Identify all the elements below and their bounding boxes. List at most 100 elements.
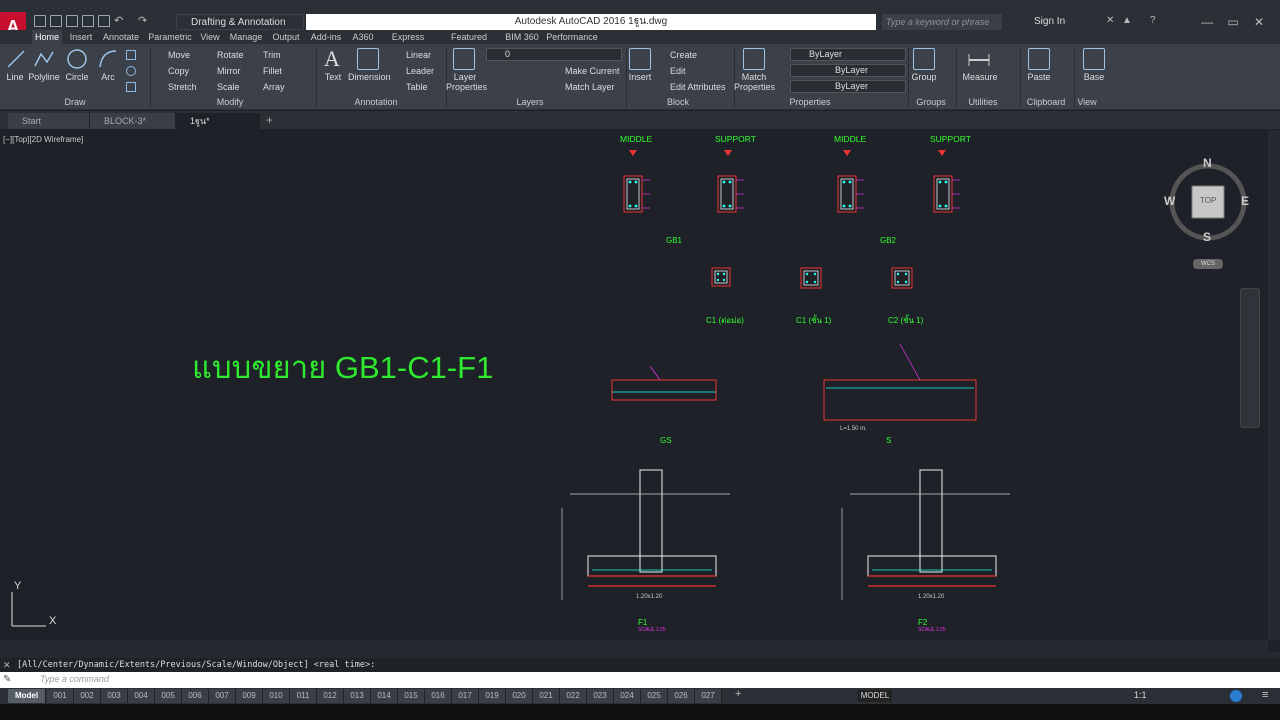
undo-icon[interactable]: ↶ [114, 15, 124, 27]
doc-tab-current[interactable]: 1ฐูน* [176, 113, 260, 129]
copy-button[interactable]: Copy [168, 66, 190, 76]
annotation-scale[interactable]: 1:1 [1134, 690, 1147, 700]
wrench-icon[interactable]: ✎ [3, 674, 12, 685]
annotation-panel-label[interactable]: Annotation [354, 97, 398, 107]
layout-tab[interactable]: 022 [560, 689, 587, 703]
layout-tab[interactable]: 026 [668, 689, 695, 703]
modify-panel-label[interactable]: Modify [216, 97, 244, 107]
viewcube-south[interactable]: S [1203, 230, 1212, 244]
tab-manage[interactable]: Manage [229, 32, 263, 42]
leader-button[interactable]: Leader [406, 66, 435, 76]
table-button[interactable]: Table [406, 82, 428, 92]
help-icon[interactable]: ? [1150, 15, 1156, 26]
sign-in-button[interactable]: Sign In [1034, 16, 1066, 27]
tab-express-tools[interactable]: Express Tools [391, 32, 425, 56]
layout-tab[interactable]: 021 [533, 689, 560, 703]
maximize-button[interactable]: ▭ [1227, 15, 1239, 29]
move-button[interactable]: Move [168, 50, 191, 60]
layer-dropdown[interactable]: 0 [486, 48, 622, 61]
dimension-button[interactable]: Dimension [348, 72, 391, 82]
base-button[interactable]: Base [1083, 72, 1105, 82]
layout-tab[interactable]: 009 [236, 689, 263, 703]
tab-a360[interactable]: A360 [352, 32, 374, 42]
block-panel-label[interactable]: Block [666, 97, 689, 107]
viewcube-top[interactable]: TOP [1200, 196, 1217, 205]
tab-insert[interactable]: Insert [69, 32, 93, 42]
clipboard-panel-label[interactable]: Clipboard [1026, 97, 1066, 107]
tab-home[interactable]: Home [32, 30, 62, 44]
plot-icon[interactable] [98, 15, 110, 27]
new-icon[interactable] [34, 15, 46, 27]
minimize-button[interactable]: — [1201, 15, 1213, 29]
linetype-dropdown[interactable]: ByLayer [790, 64, 906, 77]
text-button[interactable]: Text [324, 72, 342, 82]
tab-featured-apps[interactable]: Featured Apps [450, 32, 488, 56]
layout-tab[interactable]: 004 [128, 689, 155, 703]
make-current-button[interactable]: Make Current [565, 66, 620, 76]
view-panel-label[interactable]: View [1077, 97, 1097, 107]
viewcube-east[interactable]: E [1241, 194, 1250, 208]
layout-tab[interactable]: 016 [425, 689, 452, 703]
layout-tab[interactable]: 006 [182, 689, 209, 703]
edit-attributes-button[interactable]: Edit Attributes [670, 82, 726, 92]
insert-button[interactable]: Insert [628, 72, 652, 82]
fillet-button[interactable]: Fillet [263, 66, 283, 76]
mirror-button[interactable]: Mirror [217, 66, 241, 76]
tab-view[interactable]: View [200, 32, 220, 42]
layout-tab[interactable]: 025 [641, 689, 668, 703]
color-dropdown[interactable]: ByLayer [790, 48, 906, 61]
line-button[interactable]: Line [6, 72, 24, 82]
layout-tab[interactable]: 019 [479, 689, 506, 703]
layout-tab[interactable]: 011 [290, 689, 317, 703]
save-icon[interactable] [66, 15, 78, 27]
doc-tab-start[interactable]: Start [8, 113, 90, 129]
layers-panel-label[interactable]: Layers [516, 97, 544, 107]
search-input[interactable]: Type a keyword or phrase [882, 14, 1002, 30]
doc-tab-block3[interactable]: BLOCK-3* [90, 113, 176, 129]
layout-tab[interactable]: 014 [371, 689, 398, 703]
navigation-bar[interactable] [1240, 288, 1260, 428]
linear-button[interactable]: Linear [406, 50, 432, 60]
boundary-icon[interactable] [126, 82, 136, 92]
properties-panel-label[interactable]: Properties [789, 97, 831, 107]
tab-parametric[interactable]: Parametric [148, 32, 192, 42]
saveas-icon[interactable] [82, 15, 94, 27]
create-block-button[interactable]: Create [670, 50, 698, 60]
tab-output[interactable]: Output [272, 32, 300, 42]
layout-tab[interactable]: 027 [695, 689, 722, 703]
layout-tab[interactable]: 003 [101, 689, 128, 703]
viewcube-west[interactable]: W [1164, 194, 1176, 208]
lineweight-dropdown[interactable]: ByLayer [790, 80, 906, 93]
command-input[interactable]: Type a command [0, 672, 1280, 688]
utilities-panel-label[interactable]: Utilities [968, 97, 998, 107]
wcs-menu[interactable]: WCS [1193, 259, 1223, 269]
arc-button[interactable]: Arc [101, 72, 115, 82]
edit-block-button[interactable]: Edit [670, 66, 686, 76]
trim-button[interactable]: Trim [263, 50, 281, 60]
hardware-acceleration-icon[interactable] [1230, 690, 1242, 702]
layout-tab[interactable]: 001 [47, 689, 74, 703]
layout-tab[interactable]: 023 [587, 689, 614, 703]
model-space-toggle[interactable]: MODEL [858, 690, 892, 702]
layout-tab[interactable]: 010 [263, 689, 290, 703]
tab-annotate[interactable]: Annotate [102, 32, 140, 42]
layout-tab[interactable]: 012 [317, 689, 344, 703]
tab-performance[interactable]: Performance [546, 32, 598, 42]
layout-tab[interactable]: 015 [398, 689, 425, 703]
a360-icon[interactable]: ▲ [1122, 15, 1132, 26]
vertical-scrollbar[interactable] [1268, 130, 1280, 640]
layout-tab[interactable]: 020 [506, 689, 533, 703]
layout-tab[interactable]: 017 [452, 689, 479, 703]
match-layer-button[interactable]: Match Layer [565, 82, 615, 92]
add-layout-icon[interactable]: + [735, 688, 742, 700]
layout-tab[interactable]: 005 [155, 689, 182, 703]
layout-tab[interactable]: 013 [344, 689, 371, 703]
command-close-icon[interactable]: ✕ [3, 660, 11, 670]
rectangle-icon[interactable] [126, 50, 136, 60]
layout-tab-model[interactable]: Model [8, 689, 46, 703]
hatch-icon[interactable] [126, 66, 136, 76]
viewport-controls[interactable]: [−][Top][2D Wireframe] [3, 135, 84, 144]
scale-button[interactable]: Scale [217, 82, 240, 92]
